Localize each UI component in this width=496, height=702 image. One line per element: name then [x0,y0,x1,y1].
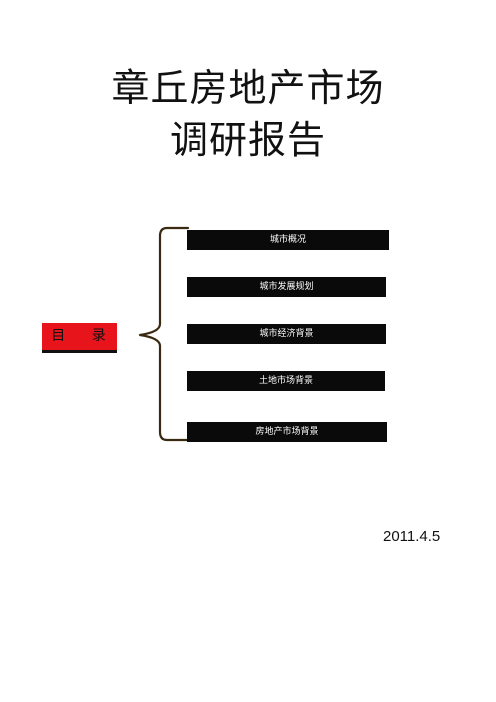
document-title-line-2: 调研报告 [169,118,326,162]
toc-label: 目 录 [42,323,117,353]
toc-brace [138,226,190,442]
report-date: 2011.4.5 [383,528,441,545]
toc-item-city-planning[interactable]: 城市发展规划 [187,277,386,297]
toc-item-land-market[interactable]: 土地市场背景 [187,371,385,391]
toc-item-economic-background[interactable]: 城市经济背景 [187,324,386,344]
toc-item-real-estate-market[interactable]: 房地产市场背景 [187,422,387,442]
toc-item-city-overview[interactable]: 城市概况 [187,230,389,250]
document-title-line-1: 章丘房地产市场 [111,66,385,110]
